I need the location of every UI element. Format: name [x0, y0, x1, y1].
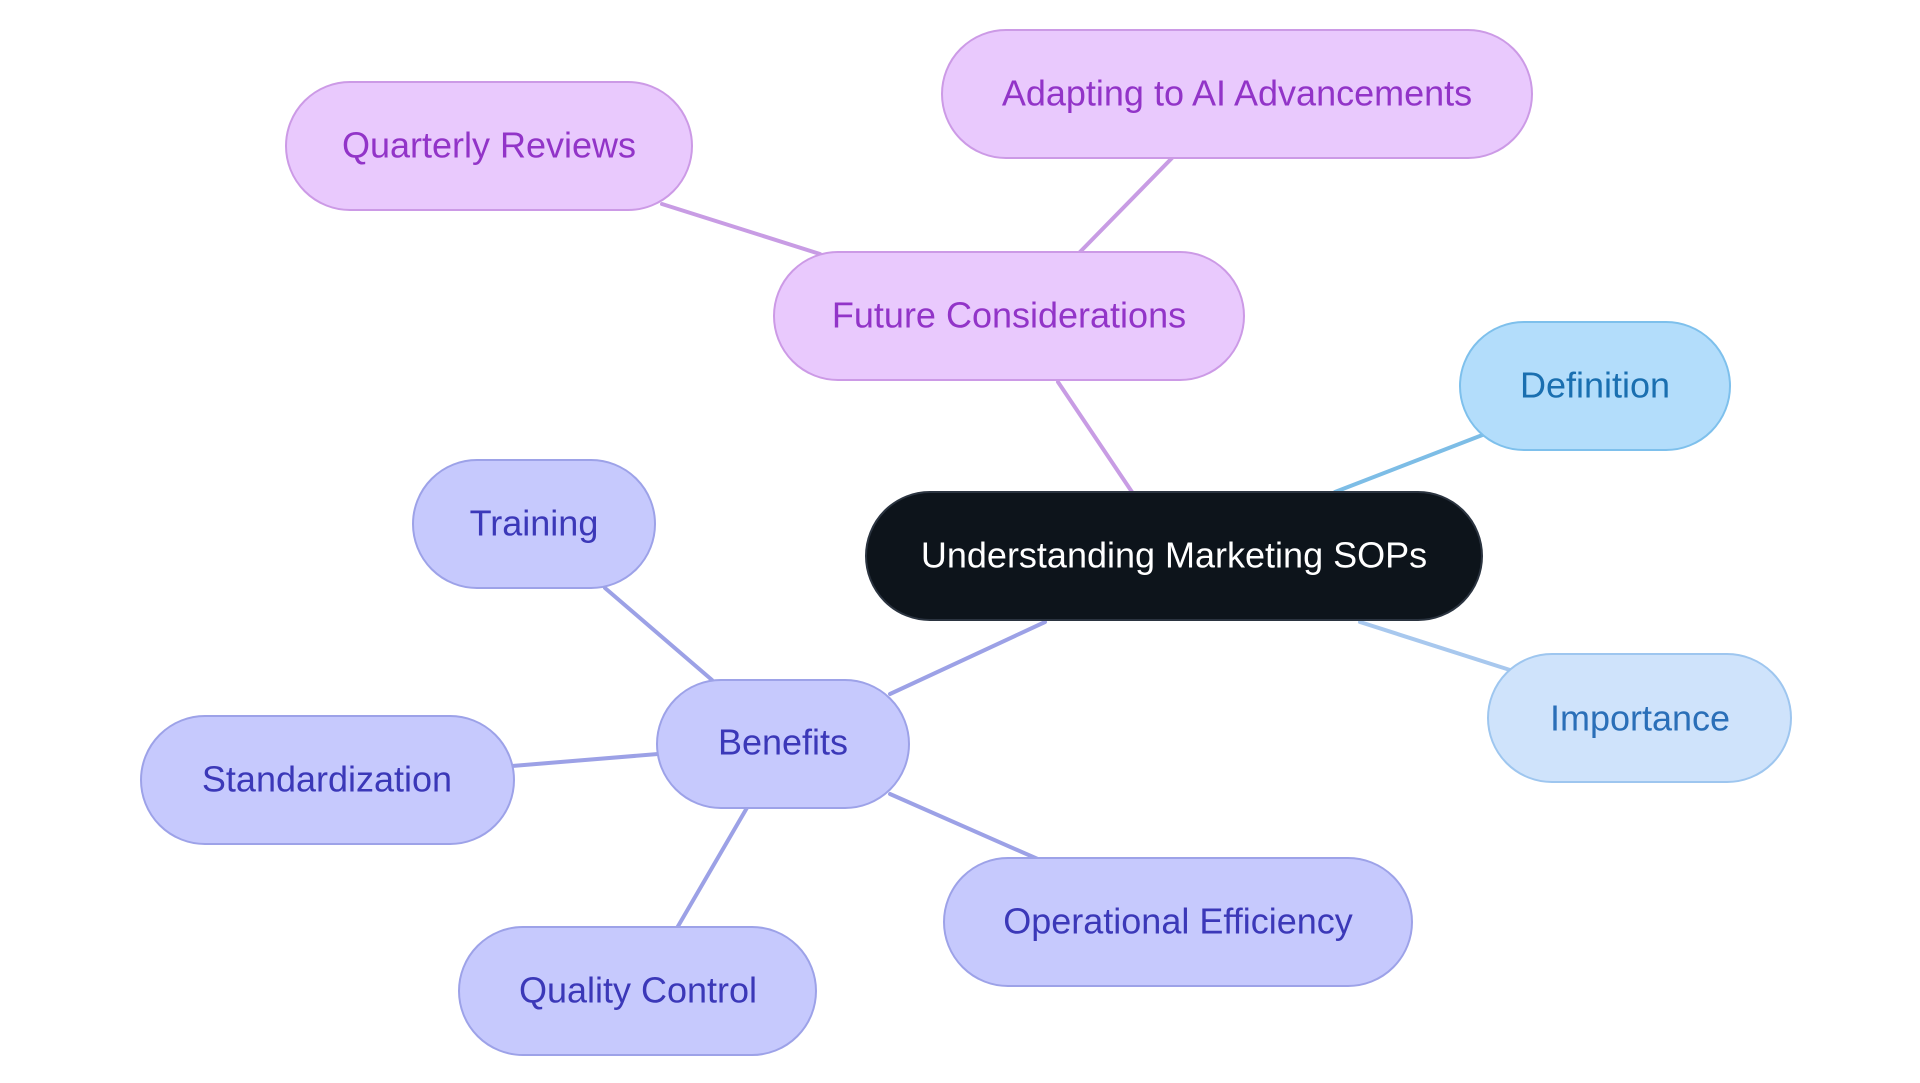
node-adapting-ai-shape — [941, 29, 1533, 159]
node-standardization-label: Standardization — [202, 759, 452, 800]
node-root-label: Understanding Marketing SOPs — [921, 535, 1427, 576]
node-training-label: Training — [470, 503, 599, 544]
edges — [510, 156, 1512, 930]
node-benefits-shape — [656, 679, 910, 809]
node-operational-efficiency-shape — [943, 857, 1413, 987]
node-training: Training — [412, 459, 656, 589]
node-benefits-label: Benefits — [718, 722, 848, 763]
node-definition-label: Definition — [1520, 365, 1670, 406]
node-importance-label: Importance — [1550, 698, 1730, 739]
node-quality-control: Quality Control — [458, 926, 817, 1056]
node-definition-shape — [1459, 321, 1731, 451]
node-training-shape — [412, 459, 656, 589]
edge-root-importance — [1358, 620, 1512, 672]
edge-future-adapting-ai — [1078, 156, 1174, 254]
node-quarterly-reviews: Quarterly Reviews — [285, 81, 693, 211]
edge-benefits-quality-control — [675, 804, 750, 930]
node-quarterly-reviews-label: Quarterly Reviews — [342, 125, 636, 166]
edge-benefits-operational-efficiency — [888, 792, 1042, 862]
node-quality-control-label: Quality Control — [519, 970, 757, 1011]
node-definition: Definition — [1459, 321, 1731, 451]
edge-root-future-considerations — [1056, 380, 1134, 494]
node-standardization-shape — [140, 715, 515, 845]
node-importance-shape — [1487, 653, 1792, 783]
node-adapting-ai-label: Adapting to AI Advancements — [1002, 73, 1472, 114]
node-operational-efficiency: Operational Efficiency — [943, 857, 1413, 987]
edge-future-quarterly-reviews — [660, 202, 822, 256]
node-quality-control-shape — [458, 926, 817, 1056]
node-importance: Importance — [1487, 653, 1792, 783]
edge-benefits-standardization — [510, 752, 660, 768]
edge-root-benefits — [888, 620, 1047, 696]
node-future-considerations-shape — [773, 251, 1245, 381]
node-quarterly-reviews-shape — [285, 81, 693, 211]
node-operational-efficiency-label: Operational Efficiency — [1003, 901, 1353, 942]
node-root-shape — [865, 491, 1483, 621]
node-benefits: Benefits — [656, 679, 910, 809]
node-future-considerations: Future Considerations — [773, 251, 1245, 381]
node-standardization: Standardization — [140, 715, 515, 845]
node-adapting-ai: Adapting to AI Advancements — [941, 29, 1533, 159]
edge-root-definition — [1333, 432, 1487, 494]
edge-benefits-training — [603, 586, 714, 682]
node-future-considerations-label: Future Considerations — [832, 295, 1186, 336]
node-root: Understanding Marketing SOPs — [865, 491, 1483, 621]
